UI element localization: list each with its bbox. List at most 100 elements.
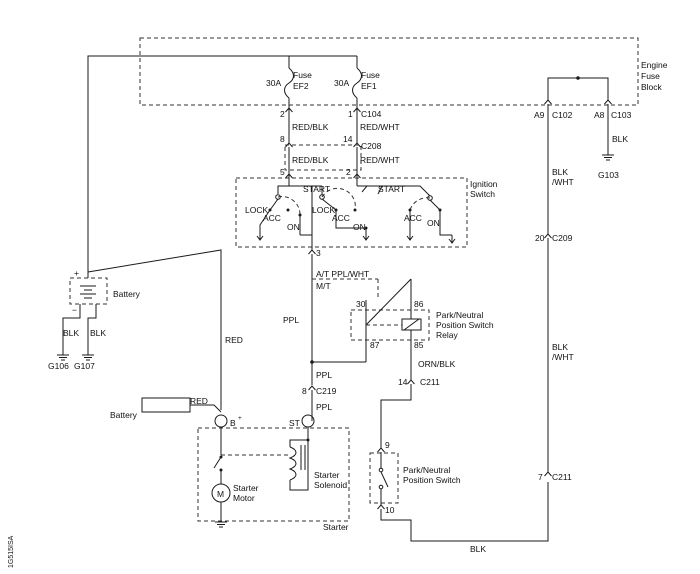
battery-minus: − <box>72 305 77 315</box>
pin-5: 5 <box>280 167 285 177</box>
starter-box-label: Starter <box>323 522 349 532</box>
wire-orn-blk: ORN/BLK <box>418 359 456 369</box>
pin-85: 85 <box>414 340 424 350</box>
wire-red-blk-1: RED/BLK <box>292 122 329 132</box>
ign-start-1: START <box>303 184 330 194</box>
connector-c103: C103 <box>611 110 632 120</box>
relay-name-1: Park/Neutral <box>436 310 483 320</box>
wire-at-ppl-wht: A/T PPL/WHT <box>316 269 369 279</box>
starter-solenoid-coil <box>288 446 297 481</box>
starter: Starter B + ST Starter Solenoid M Starte… <box>197 414 350 532</box>
pin-30: 30 <box>356 299 366 309</box>
wire-blk-wht-1b: /WHT <box>552 177 574 187</box>
wire-red-blk-2: RED/BLK <box>292 155 329 165</box>
ign-lock-1: LOCK <box>245 205 268 215</box>
wire-blk-ground: BLK <box>612 134 628 144</box>
wire-red-main: RED <box>225 335 243 345</box>
connector-c102: C102 <box>552 110 573 120</box>
pin-3: 3 <box>316 248 321 258</box>
pn-switch-name-1: Park/Neutral <box>403 465 450 475</box>
connector-c209: C209 <box>552 233 573 243</box>
battery: + − Battery BLK BLK G106 G107 RED <box>48 249 243 410</box>
pin-7: 7 <box>538 472 543 482</box>
fuse-ef2-amp: 30A <box>266 78 281 88</box>
ign-start-2: START <box>378 184 405 194</box>
starter-outline <box>197 427 350 522</box>
ignition-switch-title-2: Switch <box>470 189 495 199</box>
wire-red-wht-1: RED/WHT <box>360 122 400 132</box>
engine-fuse-block: Engine Fuse Block <box>139 37 668 106</box>
battery-plus: + <box>74 268 79 278</box>
ground-g103: G103 <box>598 170 619 180</box>
starter-b-plus-terminal <box>214 414 228 428</box>
pin-10: 10 <box>385 505 395 515</box>
pn-switch-name-2: Position Switch <box>403 475 461 485</box>
ignition-switch-title-1: Ignition <box>470 179 498 189</box>
wire-ppl-3: PPL <box>316 402 332 412</box>
wire-mt: M/T <box>316 281 331 291</box>
pin-2: 2 <box>346 167 351 177</box>
wire-blk-g106: BLK <box>63 328 79 338</box>
fuse-ef1-name-2: EF1 <box>361 81 377 91</box>
right-ground-circuit: A9 C102 A8 C103 BLK G103 BLK /WHT 20 C20… <box>534 76 632 482</box>
c208-dashed-box <box>284 144 362 171</box>
battery-reference: Battery RED <box>110 396 222 420</box>
fuse-ef2: 30A Fuse EF2 <box>266 67 312 112</box>
pin-8-c219: 8 <box>302 386 307 396</box>
ign-section-3: ACC ON <box>404 195 456 244</box>
engine-fuse-block-label-1: Engine <box>641 60 668 70</box>
relay-name-3: Relay <box>436 330 458 340</box>
ign-on-2: ON <box>353 222 366 232</box>
pin-14: 14 <box>343 134 353 144</box>
connector-c104: C104 <box>361 109 382 119</box>
connector-c219: C219 <box>316 386 337 396</box>
pin-a8: A8 <box>594 110 605 120</box>
starter-st: ST <box>289 418 300 428</box>
ign-on-1: ON <box>287 222 300 232</box>
ign-acc-1: ACC <box>263 213 281 223</box>
engine-fuse-block-outline <box>139 37 639 106</box>
wire-blk-g107: BLK <box>90 328 106 338</box>
ign-lock-2: LOCK <box>312 205 335 215</box>
wire-ppl-1: PPL <box>283 315 299 325</box>
fuse-ef2-name-2: EF2 <box>293 81 309 91</box>
ground-g106: G106 <box>48 361 69 371</box>
wire-ppl-2: PPL <box>316 370 332 380</box>
engine-fuse-block-label-3: Block <box>641 82 663 92</box>
starter-b-plus-sup: + <box>238 415 242 422</box>
pin-20: 20 <box>535 233 545 243</box>
wire-blk-bottom: BLK <box>470 544 486 554</box>
battery-reference-box <box>141 397 191 413</box>
pin-2-top: 2 <box>280 109 285 119</box>
pin-8: 8 <box>280 134 285 144</box>
orn-blk-circuit: ORN/BLK 14 C211 <box>380 359 456 448</box>
fuse-ef1-name-1: Fuse <box>361 70 380 80</box>
pn-relay: 30 86 87 85 Park/Neutral Position Switch… <box>350 278 494 362</box>
starter-solenoid-name-2: Solenoid <box>314 480 347 490</box>
ground-g107: G107 <box>74 361 95 371</box>
ign-acc-2: ACC <box>332 213 350 223</box>
fuse-ef2-name-1: Fuse <box>293 70 312 80</box>
wire-red-battery: RED <box>190 396 208 406</box>
connector-c211-top: C211 <box>420 377 440 387</box>
pin-a9: A9 <box>534 110 545 120</box>
ppl-circuit: 3 A/T PPL/WHT M/T PPL PPL 8 C219 PPL <box>283 247 379 416</box>
ign-section-2: LOCK ACC ON <box>312 186 370 241</box>
pin-87: 87 <box>370 340 380 350</box>
starter-motor-m: M <box>217 489 224 499</box>
starter-b-plus: B <box>230 418 236 428</box>
battery-feed-bus <box>87 55 358 272</box>
ign-section-1: LOCK ACC ON <box>245 194 312 241</box>
battery-outline <box>69 277 108 305</box>
wire-blk-wht-1a: BLK <box>552 167 568 177</box>
relay-name-2: Position Switch <box>436 320 494 330</box>
pn-switch-outline <box>369 452 399 504</box>
battery-label: Battery <box>113 289 141 299</box>
c104-c208-wiring: 2 1 C104 RED/BLK RED/WHT 8 14 C208 RED/B… <box>280 107 400 179</box>
starter-motor-name-2: Motor <box>233 493 255 503</box>
pin-86: 86 <box>414 299 424 309</box>
ignition-switch: Ignition Switch START START LOCK ACC ON <box>235 177 498 248</box>
pn-switch: 9 10 Park/Neutral Position Switch BLK <box>369 440 549 554</box>
wire-blk-wht-2a: BLK <box>552 342 568 352</box>
